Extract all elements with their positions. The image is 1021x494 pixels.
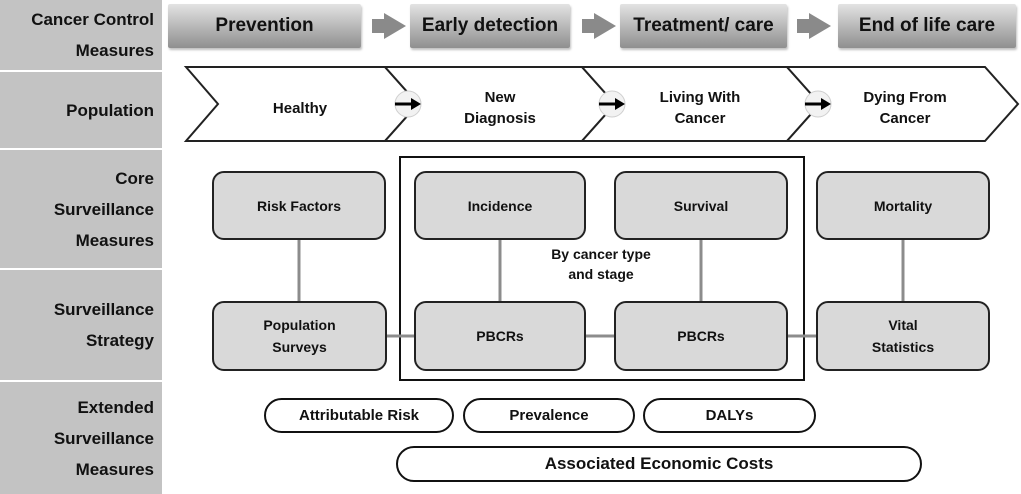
transition-arrow-icon-3 [804,90,832,118]
pill-economic-costs: Associated Economic Costs [396,446,922,482]
node-mortality: Mortality [816,171,990,240]
stage-arrow-3-body [797,19,809,33]
stage-treatment-care: Treatment/ care [620,4,787,48]
stage-end-of-life-care: End of life care [838,4,1016,48]
group-note: By cancer type and stage [551,246,651,282]
row-label-population: Population [0,72,162,148]
stage-early-detection: Early detection [410,4,570,48]
row-label-extended-surveillance: Extended Surveillance Measures [0,382,162,494]
node-survival: Survival [614,171,788,240]
node-pbcrs-1: PBCRs [414,301,586,371]
node-risk-factors: Risk Factors [212,171,386,240]
stage-arrow-2-body [582,19,594,33]
stage-arrow-1-body [372,19,384,33]
stage-arrow-2-icon [594,13,616,39]
population-living-with-cancer: Living With Cancer [659,89,741,127]
row-label-surveillance-strategy: Surveillance Strategy [0,270,162,380]
transition-arrow-icon-1 [394,90,422,118]
transition-arrow-icon-2 [598,90,626,118]
pill-attributable-risk: Attributable Risk [264,398,454,433]
node-incidence: Incidence [414,171,586,240]
pill-prevalence: Prevalence [463,398,635,433]
row-label-core-surveillance: Core Surveillance Measures [0,150,162,268]
population-healthy: Healthy [272,99,328,117]
stage-arrow-1-icon [384,13,406,39]
stage-prevention: Prevention [168,4,361,48]
node-population-surveys: Population Surveys [212,301,387,371]
group-frame [399,156,805,381]
node-pbcrs-2: PBCRs [614,301,788,371]
population-dying-from-cancer: Dying From Cancer [863,89,947,127]
node-vital-statistics: Vital Statistics [816,301,990,371]
stage-arrow-3-icon [809,13,831,39]
population-new-diagnosis: New Diagnosis [464,89,536,127]
pill-dalys: DALYs [643,398,816,433]
row-label-cancer-control: Cancer Control Measures [0,0,162,70]
